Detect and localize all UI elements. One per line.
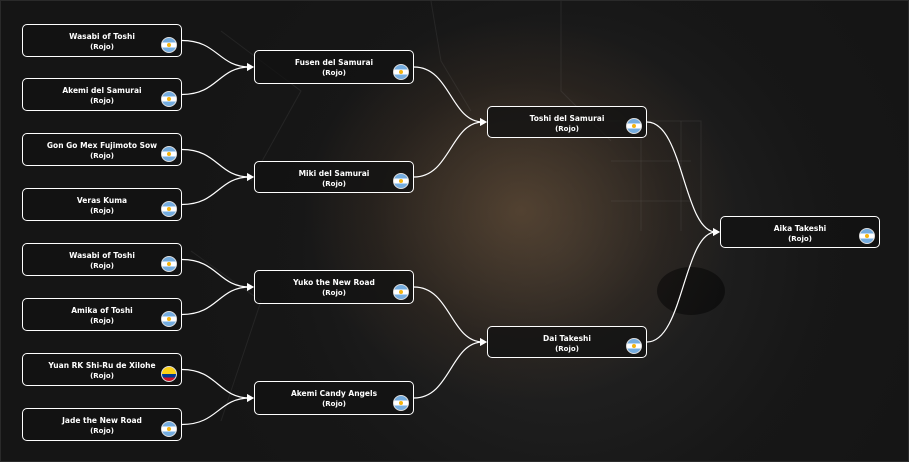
competitor-name: Wasabi of Toshi [69, 251, 135, 260]
argentina-flag-icon [626, 338, 642, 354]
competitor-club: (Rojo) [90, 317, 114, 325]
competitor-club: (Rojo) [322, 289, 346, 297]
match-card-round2-1[interactable]: Fusen del Samurai (Rojo) [254, 50, 414, 84]
competitor-name: Dai Takeshi [543, 334, 591, 343]
argentina-flag-icon [161, 91, 177, 107]
competitor-name: Aika Takeshi [773, 224, 827, 233]
competitor-name: Toshi del Samurai [529, 114, 605, 123]
competitor-name: Jade the New Road [62, 416, 142, 425]
match-card-round1-1[interactable]: Wasabi of Toshi (Rojo) [22, 24, 182, 57]
match-card-round1-3[interactable]: Gon Go Mex Fujimoto Sow (Rojo) [22, 133, 182, 166]
match-card-round2-2[interactable]: Miki del Samurai (Rojo) [254, 161, 414, 193]
competitor-club: (Rojo) [90, 152, 114, 160]
argentina-flag-icon [626, 118, 642, 134]
competitor-club: (Rojo) [322, 400, 346, 408]
argentina-flag-icon [161, 37, 177, 53]
argentina-flag-icon [161, 421, 177, 437]
competitor-name: Miki del Samurai [298, 169, 370, 178]
competitor-club: (Rojo) [90, 43, 114, 51]
argentina-flag-icon [161, 201, 177, 217]
match-card-final[interactable]: Aika Takeshi (Rojo) [720, 216, 880, 248]
match-card-round1-5[interactable]: Wasabi of Toshi (Rojo) [22, 243, 182, 276]
competitor-name: Wasabi of Toshi [69, 32, 135, 41]
competitor-name: Akemi Candy Angels [290, 389, 378, 398]
argentina-flag-icon [161, 311, 177, 327]
match-card-round1-7[interactable]: Yuan RK Shi-Ru de Xilohe (Rojo) [22, 353, 182, 386]
competitor-club: (Rojo) [90, 262, 114, 270]
competitor-name: Gon Go Mex Fujimoto Sow [46, 141, 158, 150]
match-card-round3-2[interactable]: Dai Takeshi (Rojo) [487, 326, 647, 358]
competitor-club: (Rojo) [90, 372, 114, 380]
competitor-club: (Rojo) [90, 97, 114, 105]
competitor-club: (Rojo) [555, 345, 579, 353]
argentina-flag-icon [393, 173, 409, 189]
argentina-flag-icon [393, 284, 409, 300]
competitor-name: Yuko the New Road [293, 278, 375, 287]
competitor-club: (Rojo) [788, 235, 812, 243]
competitor-club: (Rojo) [555, 125, 579, 133]
competitor-name: Yuan RK Shi-Ru de Xilohe [48, 361, 156, 370]
argentina-flag-icon [161, 256, 177, 272]
competitor-name: Veras Kuma [76, 196, 128, 205]
competitor-club: (Rojo) [322, 69, 346, 77]
competitor-club: (Rojo) [90, 427, 114, 435]
competitor-name: Amika of Toshi [71, 306, 133, 315]
match-card-round1-8[interactable]: Jade the New Road (Rojo) [22, 408, 182, 441]
argentina-flag-icon [161, 146, 177, 162]
match-card-round2-4[interactable]: Akemi Candy Angels (Rojo) [254, 381, 414, 415]
colombia-flag-icon [161, 366, 177, 382]
match-card-round1-2[interactable]: Akemi del Samurai (Rojo) [22, 78, 182, 111]
argentina-flag-icon [859, 228, 875, 244]
match-card-round1-4[interactable]: Veras Kuma (Rojo) [22, 188, 182, 221]
competitor-name: Fusen del Samurai [294, 58, 374, 67]
match-card-round1-6[interactable]: Amika of Toshi (Rojo) [22, 298, 182, 331]
competitor-club: (Rojo) [90, 207, 114, 215]
competitor-club: (Rojo) [322, 180, 346, 188]
argentina-flag-icon [393, 64, 409, 80]
match-card-round2-3[interactable]: Yuko the New Road (Rojo) [254, 270, 414, 304]
argentina-flag-icon [393, 395, 409, 411]
match-card-round3-1[interactable]: Toshi del Samurai (Rojo) [487, 106, 647, 138]
competitor-name: Akemi del Samurai [62, 86, 142, 95]
